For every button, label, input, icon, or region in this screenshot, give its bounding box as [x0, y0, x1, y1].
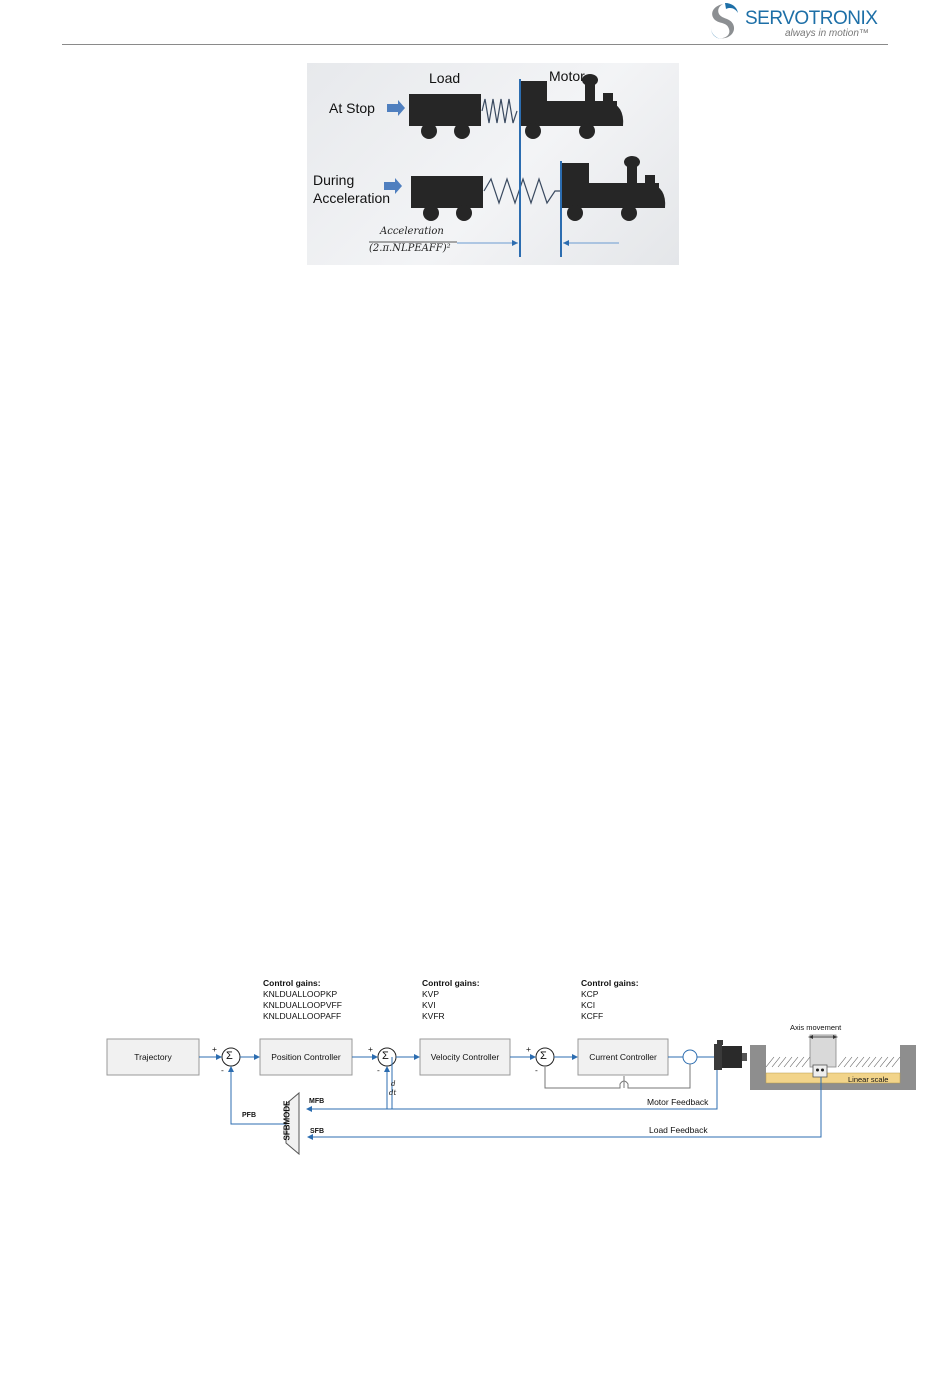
derivative-bottom: dt [389, 1089, 397, 1097]
block-position-controller [259, 1038, 353, 1076]
plus-sign: + [212, 1044, 217, 1054]
arrow-right-icon [387, 100, 405, 116]
label-velocity-controller: Velocity Controller [430, 1052, 500, 1062]
current-sensor-icon [682, 1049, 698, 1065]
figure-load-motor-spring: Load Motor At Stop During Acceleration A… [307, 63, 679, 265]
block-current-controller [577, 1038, 669, 1076]
load-car-bottom [411, 176, 483, 221]
minus-sign: - [221, 1065, 224, 1075]
velocity-gain-kvp: KVP [422, 989, 440, 999]
label-sfb: SFB [310, 1128, 324, 1135]
label-at-stop: At Stop [329, 100, 375, 116]
motor-locomotive-top [519, 74, 624, 139]
figure-load-motor-drawing [369, 74, 666, 257]
minus-sign: - [377, 1065, 380, 1075]
brand-tagline: always in motion™ [785, 28, 869, 39]
label-position-controller: Position Controller [271, 1052, 341, 1062]
label-motor-feedback: Motor Feedback [647, 1097, 709, 1107]
label-load-feedback: Load Feedback [649, 1125, 708, 1135]
formula-numerator: Acceleration [380, 226, 444, 237]
derivative-top: d [391, 1080, 396, 1088]
position-gain-kp: KNLDUALLOOPKP [263, 989, 338, 999]
plus-sign: + [526, 1044, 531, 1054]
block-diagram-drawing [106, 1034, 916, 1156]
block-trajectory [106, 1038, 200, 1076]
current-gain-kci: KCI [581, 1000, 596, 1010]
sfbmode-multiplexer [285, 1091, 300, 1156]
servotronix-logo: SERVOTRONIX always in motion™ [705, 2, 895, 42]
arrow-head-icon [563, 240, 569, 246]
position-gain-aff: KNLDUALLOOPAFF [263, 1011, 342, 1021]
motor-locomotive-bottom [561, 156, 666, 221]
label-trajectory: Trajectory [134, 1052, 172, 1062]
motor-icon [714, 1040, 747, 1070]
label-sfbmode: SFBMODE [282, 1100, 292, 1141]
velocity-gain-kvi: KVI [422, 1000, 436, 1010]
label-acceleration: Acceleration [313, 190, 391, 206]
sigma-icon: Σ [226, 1050, 233, 1062]
minus-sign: - [535, 1065, 538, 1075]
position-gains-title: Control gains: [263, 978, 321, 988]
label-pfb: PFB [242, 1112, 256, 1119]
header-divider [62, 44, 888, 45]
formula-denominator: (2.π.NLPEAFF)² [369, 243, 451, 254]
label-motor: Motor [549, 68, 585, 84]
spring-top [481, 98, 518, 124]
label-mfb: MFB [309, 1098, 325, 1105]
position-gain-vff: KNLDUALLOOPVFF [263, 1000, 342, 1010]
velocity-gain-kvfr: KVFR [422, 1011, 445, 1021]
sigma-icon: Σ [540, 1050, 547, 1062]
brand-name: SERVOTRONIX [745, 8, 878, 29]
label-load: Load [429, 70, 461, 86]
label-axis-movement: Axis movement [790, 1023, 842, 1032]
sigma-icon: Σ [382, 1050, 389, 1062]
spring-bottom [483, 177, 560, 205]
load-car-top [409, 94, 481, 139]
current-gain-kcp: KCP [581, 989, 599, 999]
servotronix-logo-icon [711, 3, 738, 39]
arrow-right-icon [384, 178, 402, 194]
label-current-controller: Current Controller [589, 1052, 657, 1062]
label-linear-scale: Linear scale [848, 1075, 889, 1084]
figure-dual-loop-block-diagram: Control gains: KNLDUALLOOPKP KNLDUALLOOP… [100, 970, 920, 1160]
current-gains-title: Control gains: [581, 978, 639, 988]
current-gain-kcff: KCFF [581, 1011, 604, 1021]
velocity-gains-title: Control gains: [422, 978, 480, 988]
linear-stage [750, 1034, 916, 1090]
plus-sign: + [368, 1044, 373, 1054]
label-during: During [313, 172, 355, 188]
arrow-head-icon [512, 240, 518, 246]
